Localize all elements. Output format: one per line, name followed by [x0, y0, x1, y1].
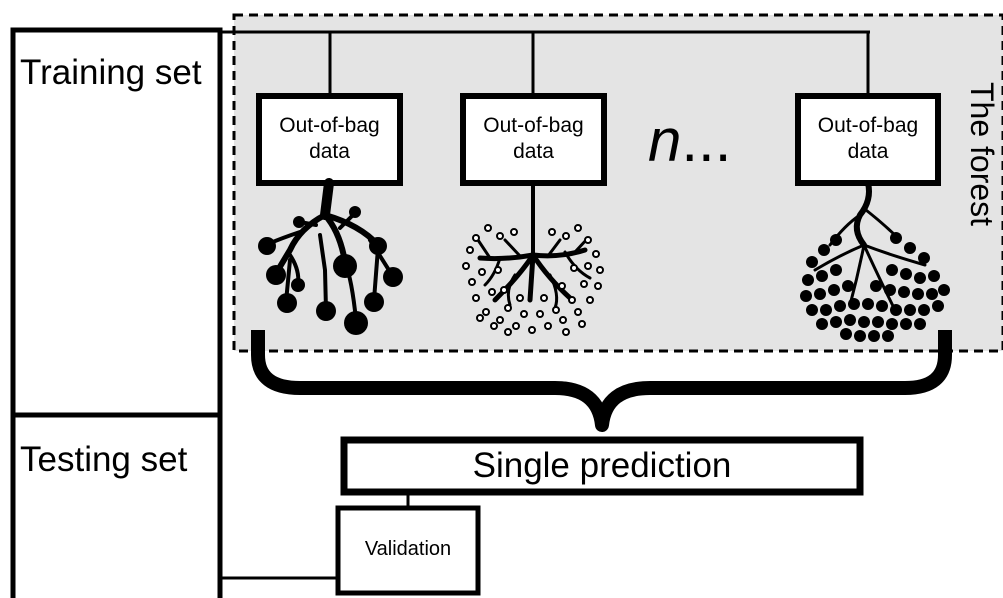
bootstrap-connectors	[220, 30, 870, 96]
oob-label-2-line1: Out-of-bag	[483, 114, 584, 137]
testing-set-label: Testing set	[20, 440, 188, 479]
validation-label: Validation	[364, 538, 452, 560]
oob-label-2: Out-of-bag data	[463, 113, 604, 165]
oob-label-1-line1: Out-of-bag	[279, 114, 380, 137]
tree-count-n: n	[648, 107, 682, 174]
oob-box-1	[256, 93, 403, 186]
single-prediction-box	[340, 436, 864, 496]
oob-box-2	[460, 93, 607, 186]
oob-label-1: Out-of-bag data	[259, 113, 400, 165]
tree-count-ellipsis: n...	[648, 106, 731, 175]
oob-label-3-line1: Out-of-bag	[817, 114, 919, 137]
training-set-label: Training set	[20, 53, 202, 92]
testing-set-box	[10, 412, 223, 598]
tree-root-icon	[800, 180, 950, 342]
validation-box	[335, 505, 481, 596]
curly-brace-icon	[251, 330, 952, 432]
forest-label: The forest	[964, 82, 1000, 227]
oob-label-1-line2: data	[309, 140, 350, 163]
single-prediction-label: Single prediction	[472, 446, 732, 485]
oob-label-3: Out-of-bag data	[798, 113, 938, 165]
oob-label-2-line2: data	[513, 140, 554, 163]
tree-root-icon	[462, 181, 604, 336]
oob-label-3-line2: data	[847, 140, 889, 163]
ellipsis-dots: ...	[681, 107, 732, 174]
tree-root-icon	[258, 178, 403, 335]
